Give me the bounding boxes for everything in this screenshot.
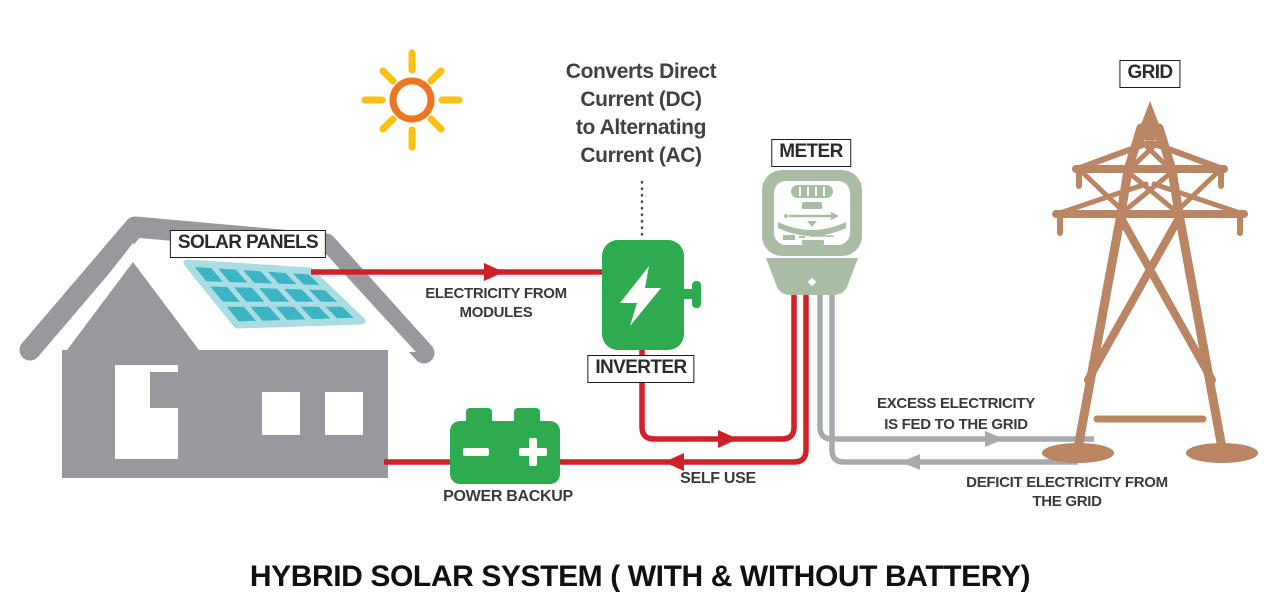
flow-label-excess: EXCESS ELECTRICITY IS FED TO THE GRID bbox=[877, 395, 1035, 433]
arrow-excess-right bbox=[985, 431, 1004, 447]
wire-meter-self-use bbox=[384, 286, 809, 465]
solar-panel-icon bbox=[183, 259, 366, 329]
inverter-note: Converts Direct Current (DC) to Alternat… bbox=[565, 60, 717, 167]
arrow-self-use-left bbox=[664, 453, 684, 471]
label-solar-panels: SOLAR PANELS bbox=[169, 230, 327, 258]
wire-deficit-from-grid bbox=[829, 286, 1078, 465]
label-meter: METER bbox=[771, 139, 851, 167]
grid-tower-icon bbox=[1042, 101, 1258, 463]
label-grid: GRID bbox=[1119, 60, 1181, 88]
arrow-modules-right bbox=[484, 263, 504, 281]
arrow-inverter-right bbox=[718, 430, 738, 448]
flow-label-self-use: SELF USE bbox=[680, 470, 756, 487]
battery-minus bbox=[463, 448, 489, 456]
flow-label-electricity-from-modules: ELECTRICITY FROM MODULES bbox=[425, 285, 567, 321]
meter-icon bbox=[762, 170, 862, 295]
lightning-bolt-icon bbox=[620, 266, 661, 326]
house-window bbox=[262, 392, 300, 435]
inverter-icon bbox=[602, 240, 701, 350]
flow-label-deficit: DEFICIT ELECTRICITY FROM THE GRID bbox=[966, 474, 1168, 510]
sun-icon bbox=[361, 49, 463, 151]
arrow-deficit-left bbox=[901, 454, 920, 470]
diagram-title: HYBRID SOLAR SYSTEM ( WITH & WITHOUT BAT… bbox=[249, 560, 1031, 593]
house-window bbox=[325, 392, 363, 435]
flow-label-power-backup: POWER BACKUP bbox=[443, 488, 573, 505]
battery-icon bbox=[450, 408, 560, 484]
label-inverter: INVERTER bbox=[587, 355, 695, 383]
